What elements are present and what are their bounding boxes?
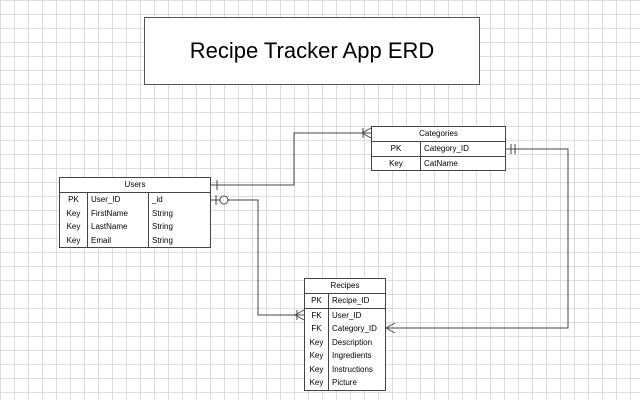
field-name: Category_ID <box>424 144 469 153</box>
users-row: Key Email String <box>60 233 210 247</box>
field-name: Email <box>91 235 112 245</box>
recipes-row: PK Recipe_ID <box>305 294 385 309</box>
users-categories-connector <box>211 132 371 186</box>
key-label: Key <box>305 349 329 363</box>
key-label: Key <box>305 362 329 376</box>
users-entity-title: Users <box>60 178 210 193</box>
field-type: String <box>148 220 173 234</box>
key-label: PK <box>372 142 421 156</box>
recipes-row: Key Description <box>305 335 385 349</box>
key-label: Key <box>60 233 88 247</box>
categories-recipes-connector <box>386 148 569 329</box>
recipes-entity[interactable]: Recipes PK Recipe_ID FK User_ID FK Categ… <box>304 278 386 391</box>
recipes-row: Key Instructions <box>305 362 385 376</box>
field-name: Category_ID <box>332 324 377 333</box>
field-name: User_ID <box>332 310 362 320</box>
field-name: Ingredients <box>332 351 372 360</box>
recipes-crow-bottom <box>385 327 396 334</box>
categories-row: Key CatName <box>372 156 505 170</box>
recipes-crow-top <box>385 322 396 329</box>
users-row: Key LastName String <box>60 220 210 234</box>
key-label: Key <box>60 220 88 234</box>
key-label: PK <box>305 294 329 308</box>
field-name: LastName <box>91 222 128 231</box>
recipes-entity-title: Recipes <box>305 279 385 294</box>
recipes-many-crow-top <box>294 309 305 316</box>
field-type: String <box>148 206 173 220</box>
users-recipes-connector <box>211 199 304 316</box>
field-name: CatName <box>424 158 458 168</box>
field-name: Description <box>332 337 373 347</box>
users-entity[interactable]: Users PK User_ID _id Key FirstName Strin… <box>59 177 211 248</box>
key-label: PK <box>60 193 88 207</box>
key-label: Key <box>60 206 88 220</box>
recipes-row: FK User_ID <box>305 308 385 322</box>
categories-row: PK Category_ID <box>372 142 505 157</box>
field-name: Picture <box>332 378 357 387</box>
key-label: FK <box>305 308 329 322</box>
field-name: FirstName <box>91 208 128 218</box>
users-row: Key FirstName String <box>60 206 210 220</box>
users-zero-circle <box>219 195 229 205</box>
key-label: Key <box>372 156 421 170</box>
recipes-row: Key Picture <box>305 376 385 390</box>
key-label: FK <box>305 322 329 336</box>
key-label: Key <box>305 376 329 390</box>
field-type: String <box>148 233 173 247</box>
categories-entity[interactable]: Categories PK Category_ID Key CatName <box>371 126 506 171</box>
field-name: Recipe_ID <box>332 296 370 305</box>
users-row: PK User_ID _id <box>60 193 210 207</box>
categories-entity-title: Categories <box>372 127 505 142</box>
field-name: User_ID <box>91 195 121 204</box>
field-name: Instructions <box>332 364 373 374</box>
recipes-row: FK Category_ID <box>305 322 385 336</box>
field-type: _id <box>148 193 163 207</box>
key-label: Key <box>305 335 329 349</box>
diagram-title: Recipe Tracker App ERD <box>144 17 480 85</box>
recipes-row: Key Ingredients <box>305 349 385 363</box>
recipes-many-crow-bottom <box>294 314 305 321</box>
